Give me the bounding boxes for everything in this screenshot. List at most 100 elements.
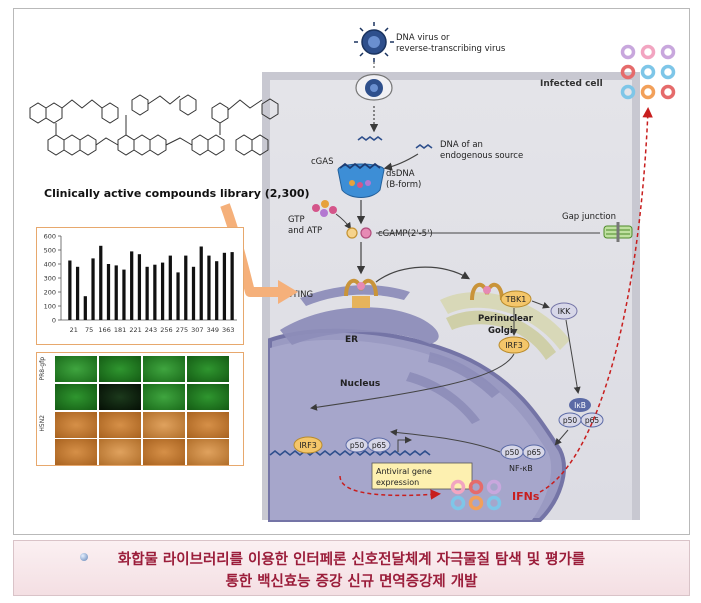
endocytic-vesicle <box>355 74 393 101</box>
golgi-label-1: Perinuclear <box>478 314 534 324</box>
golgi-label-2: Golgi <box>488 326 513 336</box>
gtp-atp-molecules <box>312 200 337 217</box>
bar <box>130 251 134 320</box>
x-tick-label: 181 <box>114 326 126 334</box>
gfp-image <box>99 356 141 382</box>
ifns-label: IFNs <box>512 490 540 503</box>
h5n2-image <box>143 439 185 465</box>
nfkb-complex-cytoplasm: p50 p65 <box>500 444 546 460</box>
cgamp-molecule <box>346 227 372 239</box>
chemical-structures <box>29 94 279 156</box>
infected-cell-label: Infected cell <box>540 79 603 89</box>
h5n2-image <box>99 439 141 465</box>
bar <box>75 266 80 320</box>
bar <box>83 296 87 320</box>
h5n2-image <box>55 412 97 438</box>
x-tick-label: 363 <box>222 326 234 334</box>
er-label: ER <box>345 335 358 345</box>
micrograph-row-label-2: H5N2 <box>39 415 46 432</box>
svg-text:IκB: IκB <box>574 401 586 410</box>
cgas-label: cGAS <box>311 157 333 167</box>
bar <box>176 272 180 320</box>
atp-label: and ATP <box>288 226 322 236</box>
ikb-complex: IκB p50 p65 <box>558 398 604 428</box>
ifn-exit-arrow <box>539 107 653 493</box>
tbk1-node: TBK1 <box>500 290 532 308</box>
ifn-secretion-arrow <box>339 475 441 500</box>
bottom-banner: 화합물 라이브러리를 이용한 인터페론 신호전달체계 자극물질 탐색 및 평가를… <box>13 540 690 596</box>
svg-text:IRF3: IRF3 <box>505 341 523 350</box>
bar <box>114 265 118 320</box>
sting-protein-er <box>344 279 378 308</box>
dsdna-label: dsDNA <box>386 169 415 179</box>
h5n2-image <box>187 412 229 438</box>
h5n2-image <box>99 412 141 438</box>
h5n2-image <box>187 439 229 465</box>
perinuclear-golgi <box>440 292 570 360</box>
y-tick-label: 400 <box>44 261 56 269</box>
svg-text:IKK: IKK <box>558 307 572 316</box>
svg-text:p65: p65 <box>372 441 387 450</box>
bar <box>199 246 203 320</box>
svg-text:p50: p50 <box>505 448 520 457</box>
bar <box>230 252 234 320</box>
x-tick-label: 307 <box>191 326 203 334</box>
svg-text:IRF3: IRF3 <box>299 441 317 450</box>
bar <box>122 269 126 320</box>
banner-line-2: 통한 백신효능 증강 신규 면역증강제 개발 <box>225 574 478 590</box>
gfp-image <box>55 384 97 410</box>
x-tick-label: 256 <box>160 326 172 334</box>
endogenous-dna-icon <box>415 144 433 149</box>
h5n2-image <box>143 412 185 438</box>
gfp-image <box>143 356 185 382</box>
ifn-molecules-top <box>620 44 676 100</box>
gtp-label: GTP <box>288 215 305 225</box>
bar <box>168 255 172 320</box>
gfp-image-dark <box>99 384 141 410</box>
bar <box>160 262 165 320</box>
x-tick-label: 166 <box>98 326 110 334</box>
svg-text:expression: expression <box>376 478 419 487</box>
svg-text:p65: p65 <box>585 416 600 425</box>
bar <box>153 264 157 320</box>
nuclear-dna <box>269 449 431 457</box>
banner-line-1: 화합물 라이브러리를 이용한 인터페론 신호전달체계 자극물질 탐색 및 평가를 <box>117 552 586 568</box>
endogenous-label-line2: endogenous source <box>440 151 523 161</box>
bar <box>137 254 142 320</box>
cgas-complex <box>337 162 385 198</box>
endogenous-label-line1: DNA of an <box>440 140 483 150</box>
bar <box>207 255 211 320</box>
ifn-molecules-bottom <box>450 479 502 511</box>
y-tick-label: 100 <box>44 303 56 311</box>
bar <box>99 245 103 320</box>
x-tick-label: 349 <box>207 326 219 334</box>
gap-junction <box>603 222 633 242</box>
micrograph-row-label-1: PR8-gfp <box>39 357 46 381</box>
micrograph-panel: PR8-gfp H5N2 <box>36 352 244 466</box>
bar <box>91 258 95 320</box>
bar <box>145 266 149 320</box>
y-tick-label: 600 <box>44 233 56 241</box>
bullet-icon <box>80 553 88 561</box>
svg-text:TBK1: TBK1 <box>505 295 527 304</box>
svg-text:Antiviral gene: Antiviral gene <box>376 467 432 476</box>
bar <box>191 266 196 320</box>
x-tick-label: 243 <box>145 326 157 334</box>
y-tick-label: 200 <box>44 289 56 297</box>
svg-text:p50: p50 <box>563 416 578 425</box>
y-tick-label: 300 <box>44 275 56 283</box>
dna-virus-icon <box>354 22 394 62</box>
h5n2-image <box>55 439 97 465</box>
gfp-image <box>187 356 229 382</box>
sting-label: STING <box>287 290 313 300</box>
x-tick-label: 275 <box>176 326 188 334</box>
x-tick-label: 75 <box>85 326 93 334</box>
gfp-image <box>55 356 97 382</box>
library-caption: Clinically active compounds library (2,3… <box>44 187 310 200</box>
nfkb-label: NF-κB <box>509 464 533 473</box>
ikk-node: IKK <box>550 302 578 320</box>
x-tick-label: 21 <box>70 326 78 334</box>
virus-label-line2: reverse-transcribing virus <box>396 44 506 54</box>
sting-protein-golgi <box>470 283 504 301</box>
sting-pathway-diagram: Infected cell Nucleus ER Perinuclear Gol… <box>29 22 676 522</box>
